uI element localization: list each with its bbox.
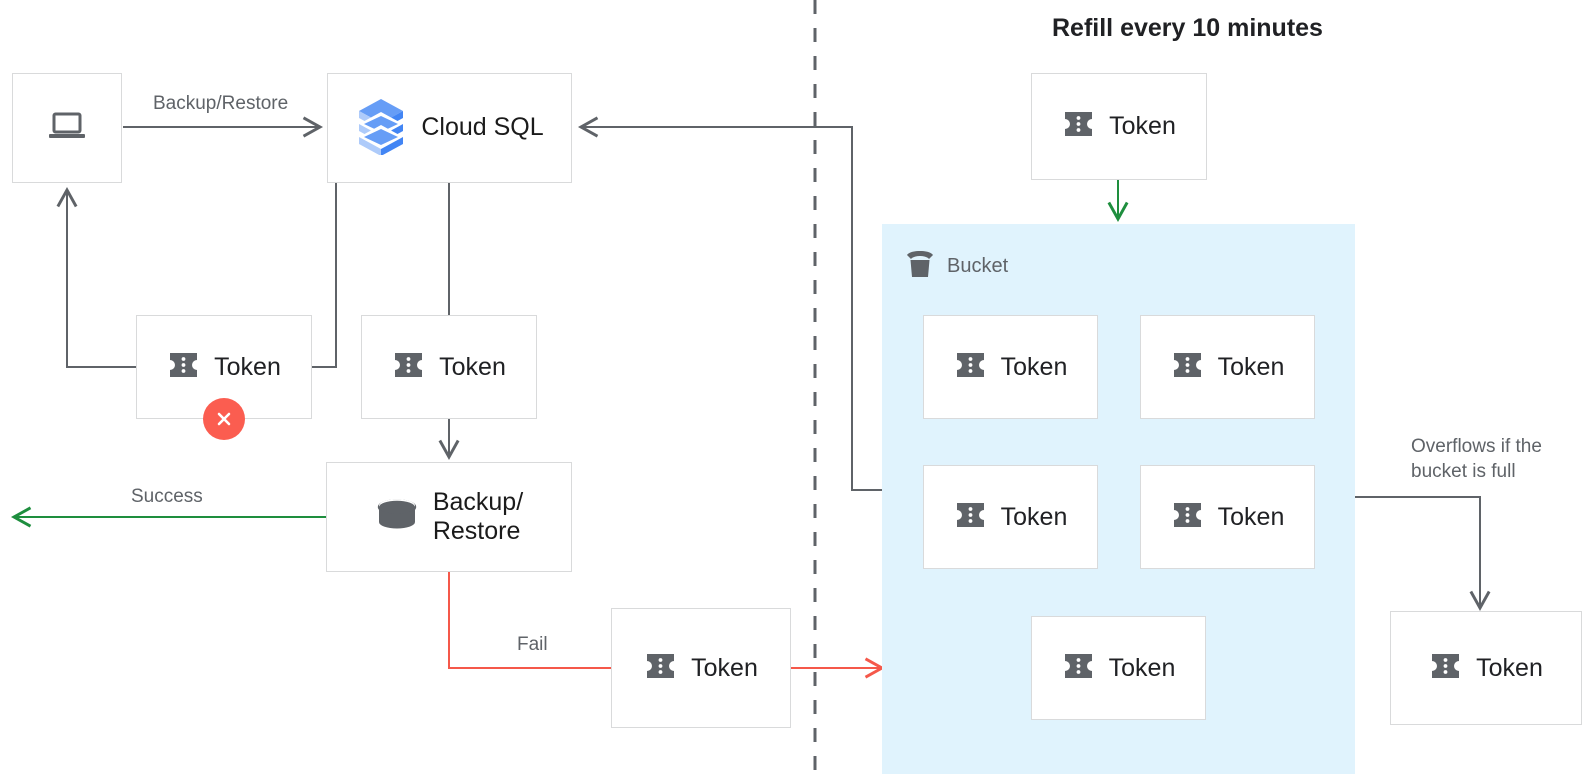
edge-label-fail: Fail xyxy=(517,634,548,655)
token-icon xyxy=(954,350,987,385)
cloudsql-label: Cloud SQL xyxy=(421,113,544,142)
token-refill-node[interactable]: Token xyxy=(1031,73,1207,180)
token-label: Token xyxy=(439,352,506,381)
error-x-badge xyxy=(203,398,245,440)
page-title: Refill every 10 minutes xyxy=(1052,14,1323,42)
laptop-icon xyxy=(47,109,87,148)
token-label: Token xyxy=(1000,352,1068,381)
token-icon xyxy=(1171,350,1204,385)
token-overflow-node[interactable]: Token xyxy=(1390,611,1582,725)
token-icon xyxy=(954,500,987,535)
cloud-sql-icon xyxy=(355,97,407,160)
bucket-token-box-4[interactable]: Token xyxy=(1140,465,1315,569)
edge-label-overflow: Overflows if the bucket is full xyxy=(1411,436,1542,482)
bucket-label: Bucket xyxy=(947,255,1009,277)
token-label: Token xyxy=(691,653,758,682)
cloudsql-node[interactable]: Cloud SQL xyxy=(327,73,572,183)
bucket-token-box-5[interactable]: Token xyxy=(1031,616,1206,720)
token-icon xyxy=(167,350,200,385)
edge-tokenfailed-to-client xyxy=(56,186,136,368)
database-icon xyxy=(375,497,419,538)
backup-restore-node[interactable]: Backup/ Restore xyxy=(326,462,572,572)
token-icon xyxy=(1171,500,1204,535)
edge-bucket-to-cloudsql xyxy=(577,116,882,491)
token-label: Token xyxy=(1476,653,1543,682)
edge-label-backup-restore: Backup/Restore xyxy=(153,93,289,114)
token-label: Token xyxy=(214,352,281,381)
bucket-icon xyxy=(903,248,937,285)
bucket-token-box-3[interactable]: Token xyxy=(923,465,1098,569)
token-label: Token xyxy=(1000,502,1068,531)
bucket-header: Bucket xyxy=(903,248,1008,285)
bucket-token-box-1[interactable]: Token xyxy=(923,315,1098,419)
client-node[interactable] xyxy=(12,73,122,183)
token-icon xyxy=(1062,651,1095,686)
token-returned-node[interactable]: Token xyxy=(611,608,791,728)
token-icon xyxy=(392,350,425,385)
token-label: Token xyxy=(1217,352,1285,381)
token-label: Token xyxy=(1108,653,1176,682)
token-icon xyxy=(1062,109,1095,144)
token-label: Token xyxy=(1109,112,1176,140)
token-consumed-node[interactable]: Token xyxy=(361,315,537,419)
edge-cloudsql-to-tokenfailed xyxy=(312,183,337,368)
backup-restore-label: Backup/ Restore xyxy=(432,487,524,546)
token-icon xyxy=(1429,651,1462,686)
edge-label-success: Success xyxy=(131,486,203,507)
edge-bucket-overflow xyxy=(1355,496,1491,612)
token-label: Token xyxy=(1217,502,1285,531)
close-icon xyxy=(217,412,231,426)
bucket-token-box-2[interactable]: Token xyxy=(1140,315,1315,419)
token-icon xyxy=(644,651,677,686)
